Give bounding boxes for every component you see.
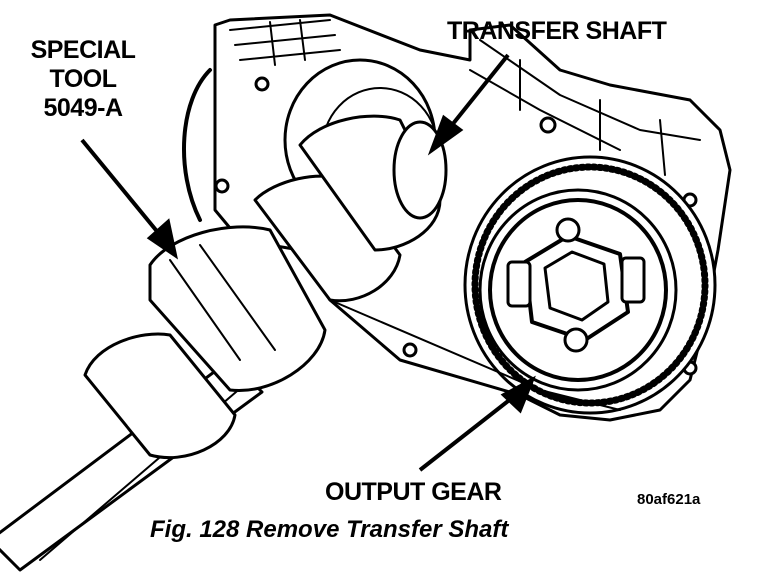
output-gear-arrowhead <box>500 375 536 414</box>
case-ribs-right <box>469 39 701 176</box>
output-gear-inner <box>488 198 668 382</box>
special-tool-label-line: 5049-A <box>43 94 124 122</box>
gear-tab <box>506 260 532 308</box>
transfer-shaft-label: TRANSFER SHAFT <box>447 17 667 45</box>
left-flange <box>182 68 212 222</box>
tool-collar <box>148 225 327 393</box>
gear-bolt <box>555 217 581 243</box>
output-gear-label: OUTPUT GEAR <box>325 478 502 506</box>
bolt-hole <box>402 342 418 358</box>
figure-caption: Fig. 128 Remove Transfer Shaft <box>150 516 509 543</box>
output-gear-leader-line <box>418 396 514 472</box>
tool-leader-line <box>80 138 162 237</box>
gasket-edge <box>329 299 621 411</box>
bolt-hole <box>214 178 230 194</box>
bolt-hole <box>254 76 270 92</box>
case-grid <box>229 19 341 66</box>
tool-collar-band <box>169 244 276 361</box>
figure-code: 80af621a <box>637 491 701 508</box>
gear-bolt <box>563 327 589 353</box>
tool-arrowhead <box>146 218 178 260</box>
special-tool-label-line: SPECIAL <box>30 36 136 64</box>
transfer-shaft-leader-line <box>450 53 510 127</box>
special-tool-label: SPECIAL TOOL 5049-A <box>14 38 152 125</box>
gear-tab <box>620 256 646 304</box>
hex-nut-inner <box>543 250 610 322</box>
transfer-shaft-arrowhead <box>427 114 464 156</box>
tool-handle <box>83 332 237 460</box>
special-tool-label-line: TOOL <box>49 65 117 93</box>
bolt-hole <box>539 116 557 134</box>
